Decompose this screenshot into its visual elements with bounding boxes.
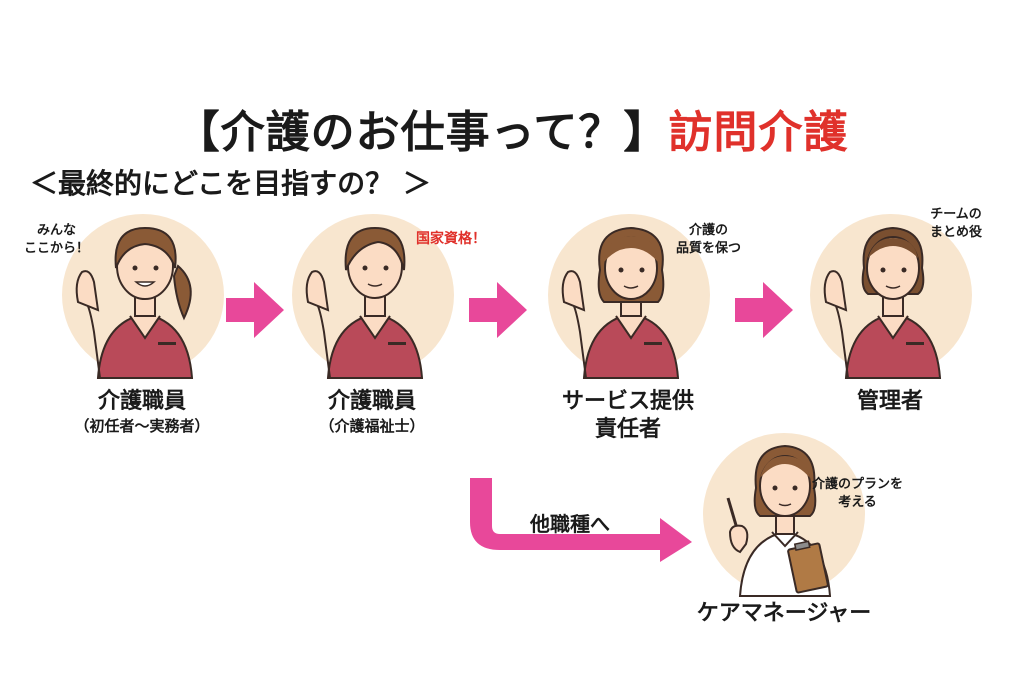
step-1-callout-line-1: みんな <box>37 223 77 238</box>
manager-illustration <box>798 210 988 380</box>
branch-arrow-icon <box>470 478 692 562</box>
caregiver-beginner-illustration <box>50 210 240 380</box>
care-manager-figure <box>726 444 832 597</box>
care-manager-illustration <box>690 428 880 598</box>
step-1-title: 介護職員 <box>97 389 186 414</box>
caregiver-figure <box>823 226 942 379</box>
step-3-title-line-2: 責任者 <box>594 417 661 442</box>
branch-arrow-label: 他職種へ <box>530 512 610 536</box>
arrow-right-icon <box>735 282 793 338</box>
step-2-label: 介護職員 （介護福祉士） <box>272 388 472 436</box>
care-manager-callout: 介護のプランを 考える <box>812 476 903 512</box>
care-manager-callout-line-1: 介護のプランを <box>812 477 904 492</box>
caregiver-figure <box>75 226 194 379</box>
step-1-callout-line-2: ここから！ <box>24 241 90 256</box>
title-accent: 訪問介護 <box>668 107 849 158</box>
page-title: 【介護のお仕事って？】訪問介護 <box>0 96 1024 160</box>
service-coordinator-illustration <box>536 210 726 380</box>
care-manager-callout-line-2: 考える <box>838 495 877 510</box>
step-1-callout: みんな ここから！ <box>24 222 89 258</box>
step-2-sublabel: （介護福祉士） <box>319 417 425 435</box>
step-4-callout-line-1: チームの <box>930 207 982 222</box>
arrow-right-icon <box>469 282 527 338</box>
step-2-callout: 国家資格！ <box>416 231 486 247</box>
step-1-sublabel: （初任者～実務者） <box>74 417 210 435</box>
step-3-callout: 介護の 品質を保つ <box>676 222 741 258</box>
step-4-callout-line-2: まとめ役 <box>930 225 983 240</box>
caregiver-certified-illustration <box>280 210 470 380</box>
title-main: 【介護のお仕事って？】 <box>175 107 669 158</box>
caregiver-figure <box>561 226 680 379</box>
step-4-callout: チームの まとめ役 <box>930 206 982 242</box>
caregiver-figure <box>305 226 424 379</box>
page-subtitle: ＜最終的にどこを目指すの？ ＞ <box>30 167 431 200</box>
arrow-right-icon <box>226 282 284 338</box>
step-3-title-line-1: サービス提供 <box>561 389 694 414</box>
care-manager-label: ケアマネージャー <box>696 601 872 626</box>
step-3-callout-line-1: 介護の <box>689 223 729 238</box>
step-4-label: 管理者 <box>856 389 923 414</box>
step-3-label: サービス提供 責任者 <box>528 388 728 444</box>
step-2-title: 介護職員 <box>327 389 416 414</box>
step-1-label: 介護職員 （初任者～実務者） <box>42 388 242 436</box>
step-3-callout-line-2: 品質を保つ <box>676 241 742 256</box>
